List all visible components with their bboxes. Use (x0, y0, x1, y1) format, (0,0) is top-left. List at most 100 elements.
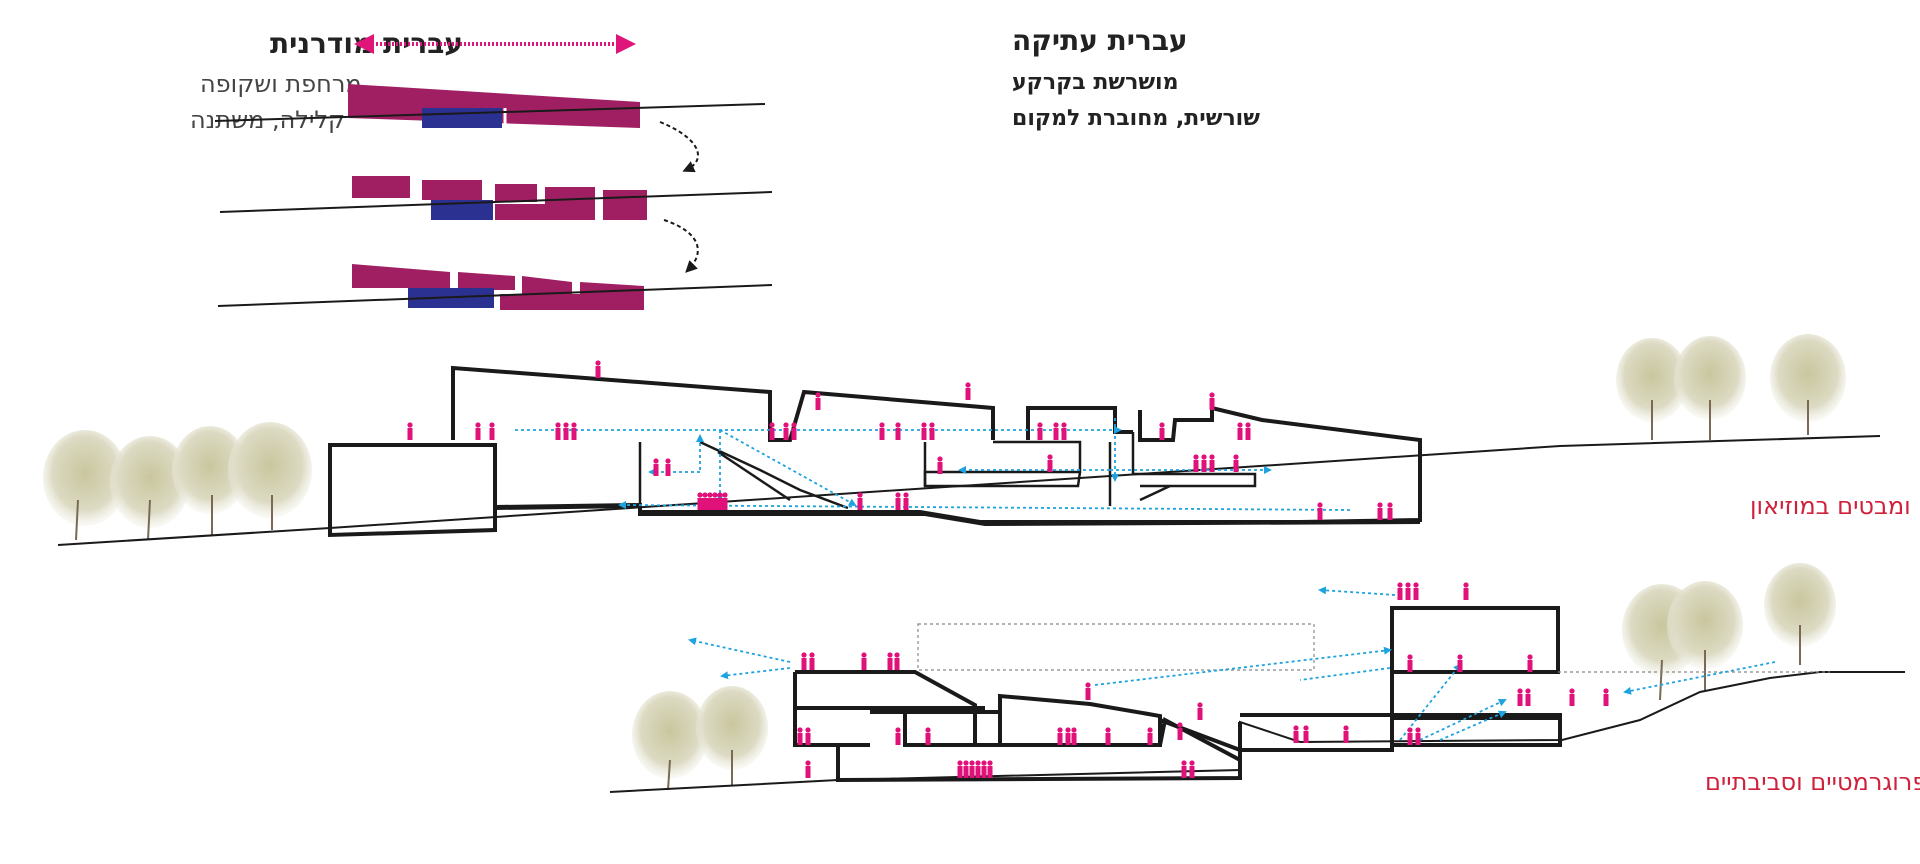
person-icon (965, 382, 971, 400)
person-icon (1405, 582, 1411, 600)
person-icon (1071, 727, 1077, 745)
person-icon (595, 360, 601, 378)
person-icon (1603, 688, 1609, 706)
curved-dashed-arrow-icon (659, 121, 699, 173)
tree-icon (696, 686, 768, 785)
person-icon (1293, 725, 1299, 743)
person-icon (805, 760, 811, 778)
people-group (407, 360, 1609, 778)
person-icon (407, 422, 413, 440)
person-icon (887, 652, 893, 670)
schematic-step-1 (214, 84, 766, 128)
tree-icon (228, 422, 312, 530)
schematic-step-3 (217, 264, 773, 310)
legend-left-line1: מרחפת ושקופה (200, 70, 362, 98)
curved-dashed-arrow-icon (663, 219, 699, 273)
person-icon (489, 422, 495, 440)
person-icon (722, 492, 728, 510)
building-block (328, 443, 497, 538)
museum-section-lower (609, 586, 1905, 793)
trees-upper-right (1616, 334, 1846, 440)
person-icon (957, 760, 963, 778)
person-icon (1037, 422, 1043, 440)
dashed-outline (917, 623, 1315, 671)
person-icon (1181, 760, 1187, 778)
person-icon (1457, 654, 1463, 672)
person-icon (697, 492, 703, 510)
tree-icon (1770, 334, 1846, 435)
person-icon (1057, 727, 1063, 745)
roofline (451, 365, 1422, 524)
tree-icon (632, 691, 708, 791)
person-icon (1197, 702, 1203, 720)
person-icon (1085, 682, 1091, 700)
tree-icon (1616, 338, 1688, 440)
person-icon (1147, 727, 1153, 745)
person-icon (895, 727, 901, 745)
person-icon (1237, 422, 1243, 440)
person-icon (1177, 722, 1183, 740)
person-icon (1047, 454, 1053, 472)
person-icon (963, 760, 969, 778)
person-icon (1233, 454, 1239, 472)
person-icon (975, 760, 981, 778)
lower-section-caption: סכימת הקשרים פרוגרמטיים וסביבתיים (1705, 768, 1920, 796)
person-icon (925, 727, 931, 745)
person-icon (895, 492, 901, 510)
person-icon (571, 422, 577, 440)
person-icon (1343, 725, 1349, 743)
legend-right-line2: שורשית, מחוברת למקום (1012, 106, 1260, 131)
person-icon (475, 422, 481, 440)
legend-right-line1: מושרשת בקרקע (1012, 70, 1178, 95)
person-icon (1159, 422, 1165, 440)
person-icon (702, 492, 708, 510)
person-icon (1245, 422, 1251, 440)
person-icon (1517, 688, 1523, 706)
schematic-step-2 (219, 176, 773, 220)
trees-lower-right (1622, 563, 1836, 701)
person-icon (1387, 502, 1393, 520)
person-icon (894, 652, 900, 670)
person-icon (815, 392, 821, 410)
legend-right: עברית עתיקה מושרשת בקרקע שורשית, מחוברת … (1012, 24, 1260, 131)
person-icon (1415, 727, 1421, 745)
person-icon (1397, 582, 1403, 600)
person-icon (879, 422, 885, 440)
tree-icon (110, 436, 190, 541)
tree-icon (1764, 563, 1836, 665)
person-icon (665, 458, 671, 476)
person-icon (783, 422, 789, 440)
person-icon (987, 760, 993, 778)
tree-icon (1674, 336, 1746, 440)
person-icon (1053, 422, 1059, 440)
legend-left: עברית מודרנית מרחפת ושקופה קלילה, משתנה (190, 27, 463, 134)
person-icon (1463, 582, 1469, 600)
program-flow (688, 586, 1776, 741)
person-icon (1189, 760, 1195, 778)
person-icon (1303, 725, 1309, 743)
person-icon (1407, 654, 1413, 672)
person-icon (1193, 454, 1199, 472)
circulation-flow (515, 418, 1351, 511)
person-icon (903, 492, 909, 510)
person-icon (1377, 502, 1383, 520)
person-icon (555, 422, 561, 440)
person-icon (1209, 392, 1215, 410)
person-icon (1065, 727, 1071, 745)
person-icon (1413, 582, 1419, 600)
double-arrow-icon (354, 34, 636, 54)
person-icon (801, 652, 807, 670)
person-icon (712, 492, 718, 510)
person-icon (809, 652, 815, 670)
tree-icon (43, 430, 127, 541)
person-icon (1569, 688, 1575, 706)
person-icon (1105, 727, 1111, 745)
person-icon (861, 652, 867, 670)
legend-right-title: עברית עתיקה (1012, 24, 1188, 57)
person-icon (981, 760, 987, 778)
person-icon (805, 727, 811, 745)
person-icon (1525, 688, 1531, 706)
person-icon (921, 422, 927, 440)
person-icon (929, 422, 935, 440)
